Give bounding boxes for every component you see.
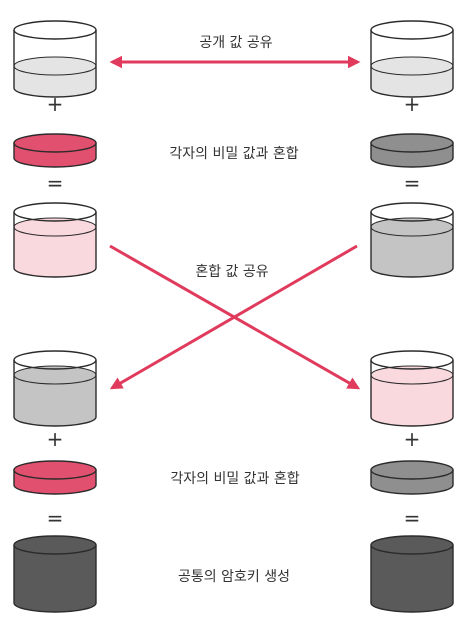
container-bottom: [370, 602, 454, 613]
container-bottom: [13, 416, 97, 427]
plus-sign-right-1: +: [404, 92, 421, 116]
container-bottom: [370, 267, 454, 278]
container-bottom: [13, 602, 97, 613]
liquid: [371, 227, 453, 277]
share-public-label: 공개 값 공유: [199, 35, 272, 51]
received-mixed-container-right: [370, 350, 454, 427]
share-mix-label-bg: [182, 258, 282, 282]
plus-sign-left-1: +: [47, 92, 64, 116]
liquid: [371, 375, 453, 426]
mixed-value-container-left: [13, 202, 97, 278]
secret-value-disc-left: [13, 133, 97, 168]
liquid-surface: [370, 56, 454, 76]
received-mixed-container-left: [13, 350, 97, 427]
container-rim: [370, 535, 454, 555]
container-bottom: [370, 416, 454, 427]
disc-top: [13, 460, 97, 480]
container-rim: [370, 202, 454, 222]
equals-sign-right-2: =: [404, 506, 421, 530]
shared-key-container-right: [370, 535, 454, 613]
container-rim: [13, 535, 97, 555]
disc-top: [370, 460, 454, 480]
mix-secret-label-2: 각자의 비밀 값과 혼합: [170, 471, 299, 487]
plus-sign-left-2: +: [47, 427, 64, 451]
secret-value-disc-right: [370, 133, 454, 168]
mixed-value-container-right: [370, 202, 454, 278]
disc-top: [370, 133, 454, 153]
shared-key-container-left: [13, 535, 97, 613]
public-value-container-left: [13, 20, 97, 98]
public-value-container-right: [370, 20, 454, 98]
equals-sign-left-1: =: [47, 171, 64, 195]
container-rim: [13, 20, 97, 40]
mix-secret-label-1: 각자의 비밀 값과 혼합: [169, 146, 298, 162]
container-bottom: [370, 87, 454, 98]
liquid: [14, 545, 96, 612]
container-bottom: [13, 267, 97, 278]
share-mix-arrow-right-to-left: [109, 244, 358, 390]
secret-value-disc-right-2: [370, 460, 454, 495]
liquid: [14, 227, 96, 277]
plus-sign-right-2: +: [404, 427, 421, 451]
liquid-surface: [13, 56, 97, 76]
secret-value-disc-left-2: [13, 460, 97, 495]
container-rim: [13, 350, 97, 370]
liquid: [14, 375, 96, 426]
equals-sign-left-2: =: [47, 506, 64, 530]
disc-top: [13, 133, 97, 153]
shared-key-label: 공통의 암호키 생성: [178, 569, 290, 585]
share-mix-label: 혼합 값 공유: [195, 264, 268, 280]
container-bottom: [13, 87, 97, 98]
liquid: [371, 545, 453, 612]
equals-sign-right-1: =: [404, 171, 421, 195]
container-rim: [370, 350, 454, 370]
container-rim: [13, 202, 97, 222]
container-rim: [370, 20, 454, 40]
